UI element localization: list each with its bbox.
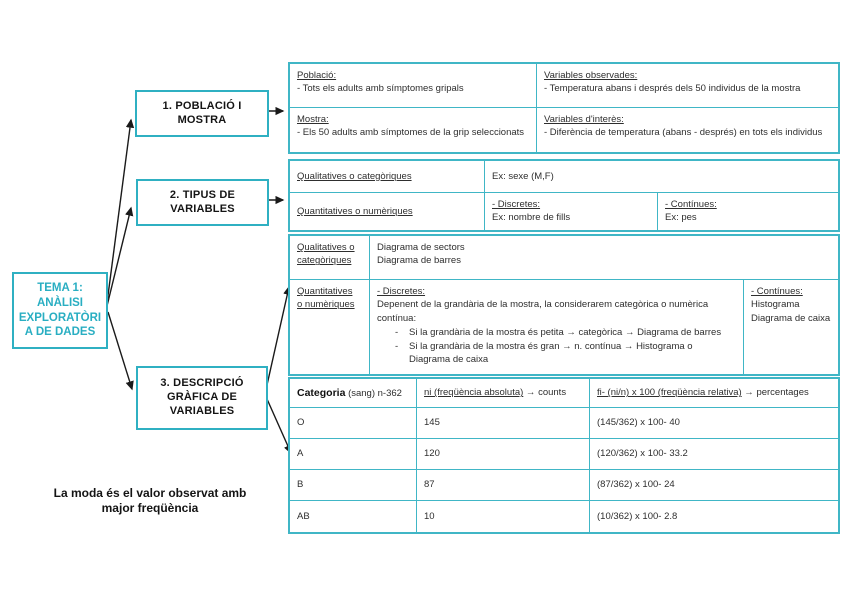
cell-poblacio-body: - Tots els adults amb símptomes gripals: [297, 83, 464, 95]
row-A-ni: 120: [417, 439, 590, 470]
cell-continues-exemple: - Contínues: Ex: pes: [665, 199, 717, 224]
cell-g-quantitatives: Quantitatives o numèriques: [290, 280, 370, 374]
node-tema: TEMA 1: ANÀLISI EXPLORATÒRI A DE DADES: [12, 272, 108, 349]
header-ni: ni (freqüència absoluta) → counts: [417, 379, 590, 408]
cell-variables-observades: Variables observades: - Temperatura aban…: [537, 64, 838, 108]
node-tipus-variables: 2. TIPUS DE VARIABLES: [136, 179, 269, 226]
arrow-tema-to-node2: [106, 206, 134, 307]
moda-note: La moda és el valor observat amb major f…: [53, 486, 247, 515]
table-descripcio-grafica: Qualitatives o categòriques Diagrama de …: [288, 234, 840, 376]
arrow-tema-to-node1: [106, 118, 135, 304]
cell-variables-interes-body: - Diferència de temperatura (abans - des…: [544, 127, 823, 139]
cell-variables-observades-body: - Temperatura abans i després dels 50 in…: [544, 83, 801, 95]
row-AB-ni: 10: [417, 501, 590, 532]
cell-qualitatives: Qualitatives o categòriques: [290, 161, 485, 193]
cell-g-continues: - Contínues: Histograma Diagrama de caix…: [751, 286, 831, 324]
row-O-ni: 145: [417, 408, 590, 439]
header-fi: fi- (ni/n) x 100 (freqüència relativa) →…: [590, 379, 838, 408]
table-frequencies: Categoria (sang) n-362 ni (freqüència ab…: [288, 377, 840, 534]
bullet-mostra-gran: - Si la grandària de la mostra és gran →…: [395, 341, 693, 366]
cell-mostra-body: - Els 50 adults amb símptomes de la grip…: [297, 127, 525, 139]
cell-poblacio-label: Població:: [297, 70, 337, 81]
arrow-tema-to-node3: [107, 311, 134, 391]
cell-g-discretes: - Discretes: Depenent de la grandària de…: [370, 280, 744, 374]
row-O-cat: O: [290, 408, 417, 439]
cell-g-qualitatives-diagrames: Diagrama de sectors Diagrama de barres: [370, 236, 838, 280]
arrow-node3-to-table3: [266, 285, 292, 386]
bullet-mostra-petita: - Si la grandària de la mostra és petita…: [395, 326, 722, 338]
cell-quantitatives: Quantitatives o numèriques: [290, 193, 485, 230]
row-B-ni: 87: [417, 470, 590, 501]
cell-variables-observades-label: Variables observades:: [544, 70, 638, 81]
row-O-fi: (145/362) x 100- 40: [590, 408, 838, 439]
row-A-fi: (120/362) x 100- 33.2: [590, 439, 838, 470]
row-B-fi: (87/362) x 100- 24: [590, 470, 838, 501]
header-categoria: Categoria (sang) n-362: [290, 379, 417, 408]
cell-mostra: Mostra: - Els 50 adults amb símptomes de…: [290, 108, 537, 152]
cell-variables-interes-label: Variables d'interès:: [544, 114, 624, 125]
node-descripcio-grafica: 3. DESCRIPCIÓ GRÀFICA DE VARIABLES: [136, 366, 268, 430]
row-B-cat: B: [290, 470, 417, 501]
cell-qualitatives-exemple: Ex: sexe (M,F): [485, 161, 838, 193]
table-tipus-variables: Qualitatives o categòriques Ex: sexe (M,…: [288, 159, 840, 232]
cell-discretes-exemple: - Discretes: Ex: nombre de fills: [485, 193, 658, 230]
cell-poblacio: Població: - Tots els adults amb símptome…: [290, 64, 537, 108]
row-AB-fi: (10/362) x 100- 2.8: [597, 510, 678, 522]
row-AB-cat: AB: [290, 501, 417, 532]
row-A-cat: A: [290, 439, 417, 470]
cell-variables-interes: Variables d'interès: - Diferència de tem…: [537, 108, 838, 152]
cell-mostra-label: Mostra:: [297, 114, 329, 125]
table-poblacio-mostra: Població: - Tots els adults amb símptome…: [288, 62, 840, 154]
node-poblacio-mostra: 1. POBLACIÓ I MOSTRA: [135, 90, 269, 137]
cell-g-qualitatives: Qualitatives o categòriques: [290, 236, 370, 280]
